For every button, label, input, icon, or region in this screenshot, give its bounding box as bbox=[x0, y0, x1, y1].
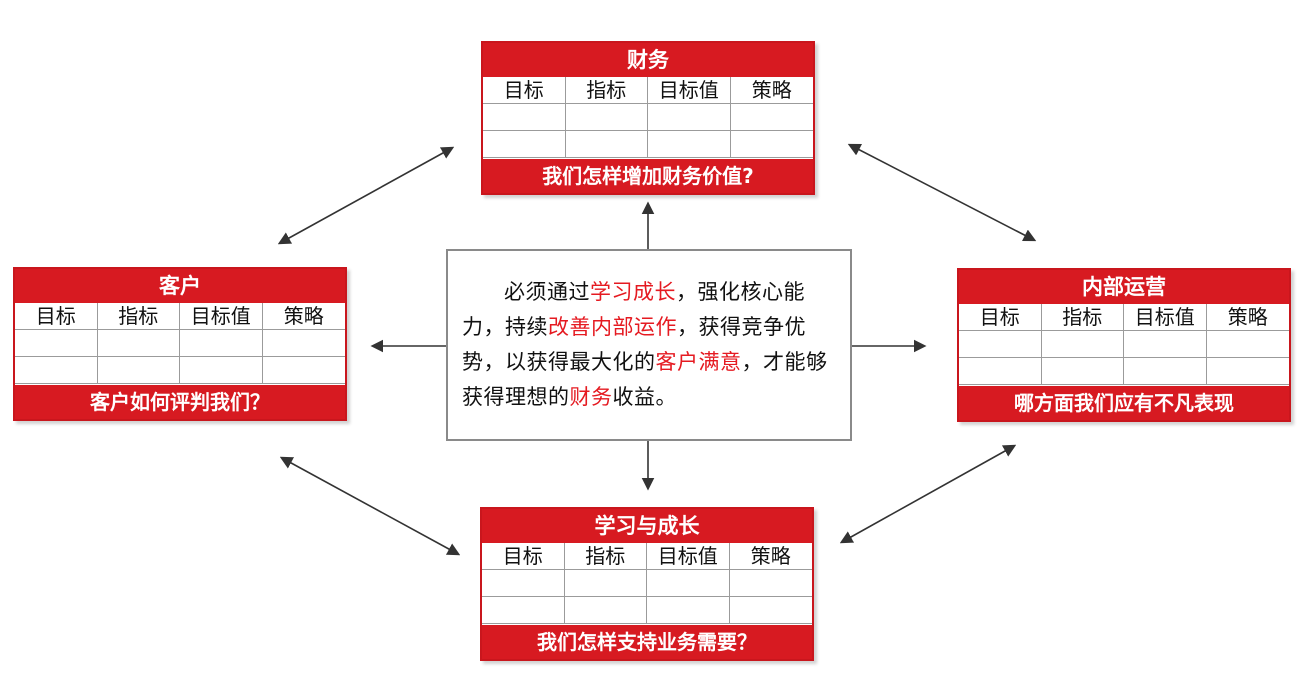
internal-operations-card-title: 内部运营 bbox=[959, 270, 1289, 304]
empty-cell bbox=[565, 131, 648, 158]
empty-cell bbox=[729, 597, 812, 624]
column-header: 目标值 bbox=[180, 303, 263, 330]
column-header: 目标 bbox=[15, 303, 98, 330]
empty-cell bbox=[1206, 331, 1289, 358]
column-header: 策略 bbox=[729, 543, 812, 570]
center-text: ，才能够获得理想的 bbox=[462, 350, 828, 409]
empty-cell bbox=[483, 104, 566, 131]
empty-cell bbox=[180, 330, 263, 357]
center-text: ，获得竞争优势，以获得最大化的 bbox=[462, 315, 806, 374]
center-highlight-customer: 客户满意 bbox=[655, 350, 742, 374]
empty-cell bbox=[1124, 331, 1207, 358]
empty-cell bbox=[565, 104, 648, 131]
empty-cell bbox=[1124, 358, 1207, 385]
empty-cell bbox=[959, 331, 1042, 358]
internal-operations-card-question: 哪方面我们应有不凡表现 bbox=[959, 386, 1289, 420]
empty-cell bbox=[564, 597, 647, 624]
center-highlight-finance: 财务 bbox=[569, 385, 613, 409]
internal-operations-table: 目标 指标 目标值 策略 bbox=[959, 304, 1289, 385]
column-header: 指标 bbox=[97, 303, 180, 330]
column-header: 策略 bbox=[1206, 304, 1289, 331]
arrow-finance-internal bbox=[847, 143, 1037, 242]
finance-card-question: 我们怎样增加财务价值? bbox=[483, 159, 813, 193]
column-header: 目标 bbox=[483, 77, 566, 104]
column-header: 目标值 bbox=[648, 77, 731, 104]
customer-card-title: 客户 bbox=[15, 269, 345, 303]
empty-cell bbox=[730, 104, 813, 131]
empty-cell bbox=[15, 357, 98, 384]
learning-growth-card: 学习与成长 目标 指标 目标值 策略 我们怎样支持业务需要？ bbox=[480, 507, 814, 661]
center-text: ，强化核心能力，持续 bbox=[462, 280, 805, 339]
center-text: 收益。 bbox=[612, 385, 677, 409]
empty-cell bbox=[647, 597, 730, 624]
empty-cell bbox=[482, 570, 565, 597]
empty-cell bbox=[729, 570, 812, 597]
column-header: 目标值 bbox=[647, 543, 730, 570]
center-text: 必须通过 bbox=[504, 280, 590, 304]
center-highlight-learning: 学习成长 bbox=[590, 280, 676, 304]
empty-cell bbox=[1041, 358, 1124, 385]
empty-cell bbox=[15, 330, 98, 357]
empty-cell bbox=[483, 131, 566, 158]
column-header: 目标 bbox=[959, 304, 1042, 331]
empty-cell bbox=[648, 104, 731, 131]
empty-cell bbox=[648, 131, 731, 158]
column-header: 指标 bbox=[565, 77, 648, 104]
customer-table: 目标 指标 目标值 策略 bbox=[15, 303, 345, 384]
finance-table: 目标 指标 目标值 策略 bbox=[483, 77, 813, 158]
column-header: 策略 bbox=[730, 77, 813, 104]
empty-cell bbox=[647, 570, 730, 597]
center-highlight-internal: 改善内部运作 bbox=[548, 315, 677, 339]
arrow-learning-internal bbox=[839, 444, 1017, 544]
empty-cell bbox=[730, 131, 813, 158]
arrow-customer-finance bbox=[277, 146, 455, 245]
column-header: 指标 bbox=[1041, 304, 1124, 331]
empty-cell bbox=[1206, 358, 1289, 385]
empty-cell bbox=[1041, 331, 1124, 358]
customer-card: 客户 目标 指标 目标值 策略 客户如何评判我们？ bbox=[13, 267, 347, 421]
finance-card: 财务 目标 指标 目标值 策略 我们怎样增加财务价值? bbox=[481, 41, 815, 195]
learning-growth-card-title: 学习与成长 bbox=[482, 509, 812, 543]
column-header: 策略 bbox=[262, 303, 345, 330]
internal-operations-card: 内部运营 目标 指标 目标值 策略 哪方面我们应有不凡表现 bbox=[957, 268, 1291, 422]
learning-growth-card-question: 我们怎样支持业务需要？ bbox=[482, 625, 812, 659]
column-header: 目标值 bbox=[1124, 304, 1207, 331]
empty-cell bbox=[97, 330, 180, 357]
column-header: 指标 bbox=[564, 543, 647, 570]
empty-cell bbox=[959, 358, 1042, 385]
empty-cell bbox=[262, 330, 345, 357]
empty-cell bbox=[180, 357, 263, 384]
customer-card-question: 客户如何评判我们？ bbox=[15, 385, 345, 419]
center-statement: 必须通过学习成长，强化核心能力，持续改善内部运作，获得竞争优势，以获得最大化的客… bbox=[446, 249, 852, 441]
empty-cell bbox=[482, 597, 565, 624]
finance-card-title: 财务 bbox=[483, 43, 813, 77]
empty-cell bbox=[262, 357, 345, 384]
arrow-customer-learning bbox=[279, 456, 461, 556]
column-header: 目标 bbox=[482, 543, 565, 570]
empty-cell bbox=[564, 570, 647, 597]
empty-cell bbox=[97, 357, 180, 384]
learning-growth-table: 目标 指标 目标值 策略 bbox=[482, 543, 812, 624]
